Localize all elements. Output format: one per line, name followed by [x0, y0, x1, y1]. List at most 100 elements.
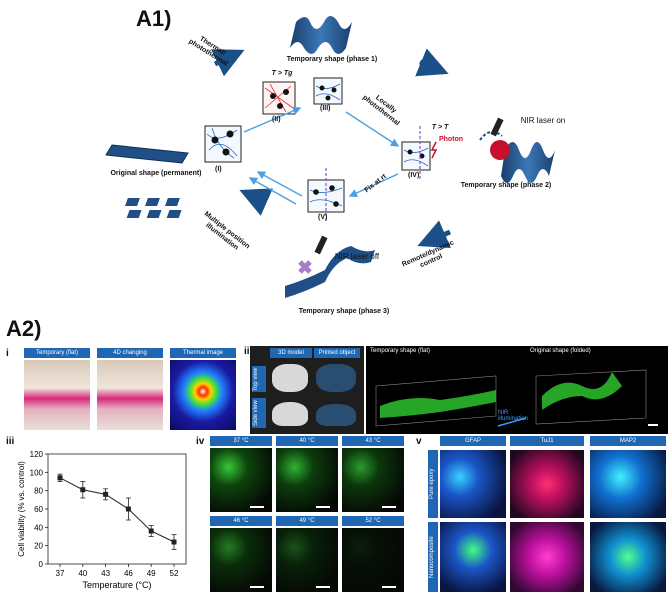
a1-schematic	[105, 16, 555, 298]
scale-bar	[316, 586, 330, 588]
temp-tab: 52 °C	[342, 516, 404, 526]
phase1-to-phase2-arrow	[415, 48, 449, 77]
photo-temporary-flat	[24, 360, 90, 430]
calcein-image	[210, 528, 272, 592]
state-box-iii	[313, 77, 343, 105]
data-point	[171, 539, 177, 545]
marker-map2: MAP2	[590, 436, 666, 446]
calcein-image	[276, 448, 338, 512]
marker-gfap: GFAP	[440, 436, 506, 446]
data-point	[80, 487, 86, 493]
img-nano-tuj1	[510, 522, 584, 592]
temp-tab: 40 °C	[276, 436, 338, 446]
thermal-arrow	[210, 49, 245, 77]
x-tick-label: 49	[147, 569, 156, 578]
a2-heading: A2)	[6, 316, 42, 341]
tg-label: T > Tg	[271, 70, 293, 77]
brain-model-side	[272, 402, 308, 426]
view-side: Side view	[252, 398, 266, 428]
y-axis-label: Cell viability (% vs. control)	[17, 461, 26, 557]
scan-folded-title: Original shape (folded)	[530, 348, 591, 354]
data-point	[148, 528, 154, 534]
state-v-label: (V)	[318, 214, 328, 221]
x-tick-label: 37	[56, 569, 65, 578]
y-tick-label: 80	[34, 487, 43, 496]
brain-printed-side	[316, 404, 356, 426]
panel-iii-label: iii	[6, 436, 15, 447]
data-point	[125, 506, 131, 512]
nir-laser-off-icon	[314, 235, 328, 255]
phase3-shape	[285, 246, 375, 298]
x-tick-label: 52	[170, 569, 179, 578]
y-tick-label: 0	[39, 560, 44, 569]
img-epoxy-gfap	[440, 450, 506, 518]
panel-v-label: v	[416, 436, 422, 447]
x-axis-label: Temperature (°C)	[82, 580, 151, 590]
calcein-image	[342, 528, 404, 592]
original-shape	[105, 144, 189, 164]
phase1-shape	[290, 16, 352, 54]
transition-arrows	[243, 106, 400, 205]
row-pure-epoxy: Pure epoxy	[428, 450, 438, 518]
panel-ii-label: ii	[244, 346, 250, 357]
y-tick-label: 100	[30, 468, 44, 477]
state-box-ii	[262, 81, 296, 115]
temp-tab: 43 °C	[342, 436, 404, 446]
laser-on-label: NIR laser on	[520, 116, 566, 125]
state-iii-label: (III)	[320, 105, 331, 112]
scale-bar	[316, 506, 330, 508]
x-tick-label: 46	[124, 569, 133, 578]
img-nano-gfap	[440, 522, 506, 592]
data-point	[103, 491, 109, 497]
tab-temporary-flat: Temporary (flat)	[24, 348, 90, 358]
calcein-image	[342, 448, 404, 512]
panel-i-label: i	[6, 348, 9, 359]
row-nanocomposite: Nanocomposite	[428, 522, 438, 592]
multi-position-arrow	[239, 188, 273, 216]
y-tick-label: 60	[34, 505, 43, 514]
plot-frame	[47, 453, 187, 565]
temp-tab: 37 °C	[210, 436, 272, 446]
phase2-label: Temporary shape (phase 2)	[460, 182, 552, 189]
scale-bar	[250, 506, 264, 508]
tab-thermal-image: Thermal image	[170, 348, 236, 358]
nir-illumination-label: NIR illumination	[498, 410, 529, 422]
y-tick-label: 20	[34, 542, 43, 551]
y-tick-label: 40	[34, 523, 43, 532]
scale-bar	[250, 586, 264, 588]
img-epoxy-map2	[590, 450, 666, 518]
phase2-shape	[479, 130, 555, 183]
state-iv-label: (IV)	[408, 172, 420, 179]
tab-3d-model: 3D model	[270, 348, 312, 358]
img-nano-map2	[590, 522, 666, 592]
state-i-label: (I)	[215, 166, 222, 173]
thermal-image	[170, 360, 236, 430]
img-epoxy-tuj1	[510, 450, 584, 518]
tt-label: T > T	[431, 124, 449, 131]
scan-visuals	[375, 369, 658, 427]
view-top: Top view	[252, 366, 266, 392]
a1-heading: A1)	[136, 6, 172, 31]
state-box-iv	[401, 126, 431, 180]
phase3-label: Temporary shape (phase 3)	[298, 308, 390, 315]
scale-bar	[382, 586, 396, 588]
state-ii-label: (II)	[272, 116, 281, 123]
photon-icon	[430, 141, 438, 159]
temp-tab: 46 °C	[210, 516, 272, 526]
multi-position-tiles	[125, 198, 182, 218]
photon-label: Photon	[438, 136, 464, 143]
calcein-image	[276, 528, 338, 592]
x-tick-label: 43	[101, 569, 110, 578]
panel-iv-label: iv	[196, 436, 205, 447]
brain-model-top	[272, 364, 308, 392]
state-box-i	[204, 125, 242, 163]
series-line	[59, 477, 175, 543]
original-shape-label: Original shape (permanent)	[110, 170, 202, 177]
scale-bar	[382, 506, 396, 508]
y-tick-label: 120	[30, 450, 44, 459]
scan-flat-title: Temporary shape (flat)	[370, 348, 431, 354]
x-tick-label: 40	[78, 569, 87, 578]
laser-off-label: NIR laser off	[334, 252, 380, 261]
